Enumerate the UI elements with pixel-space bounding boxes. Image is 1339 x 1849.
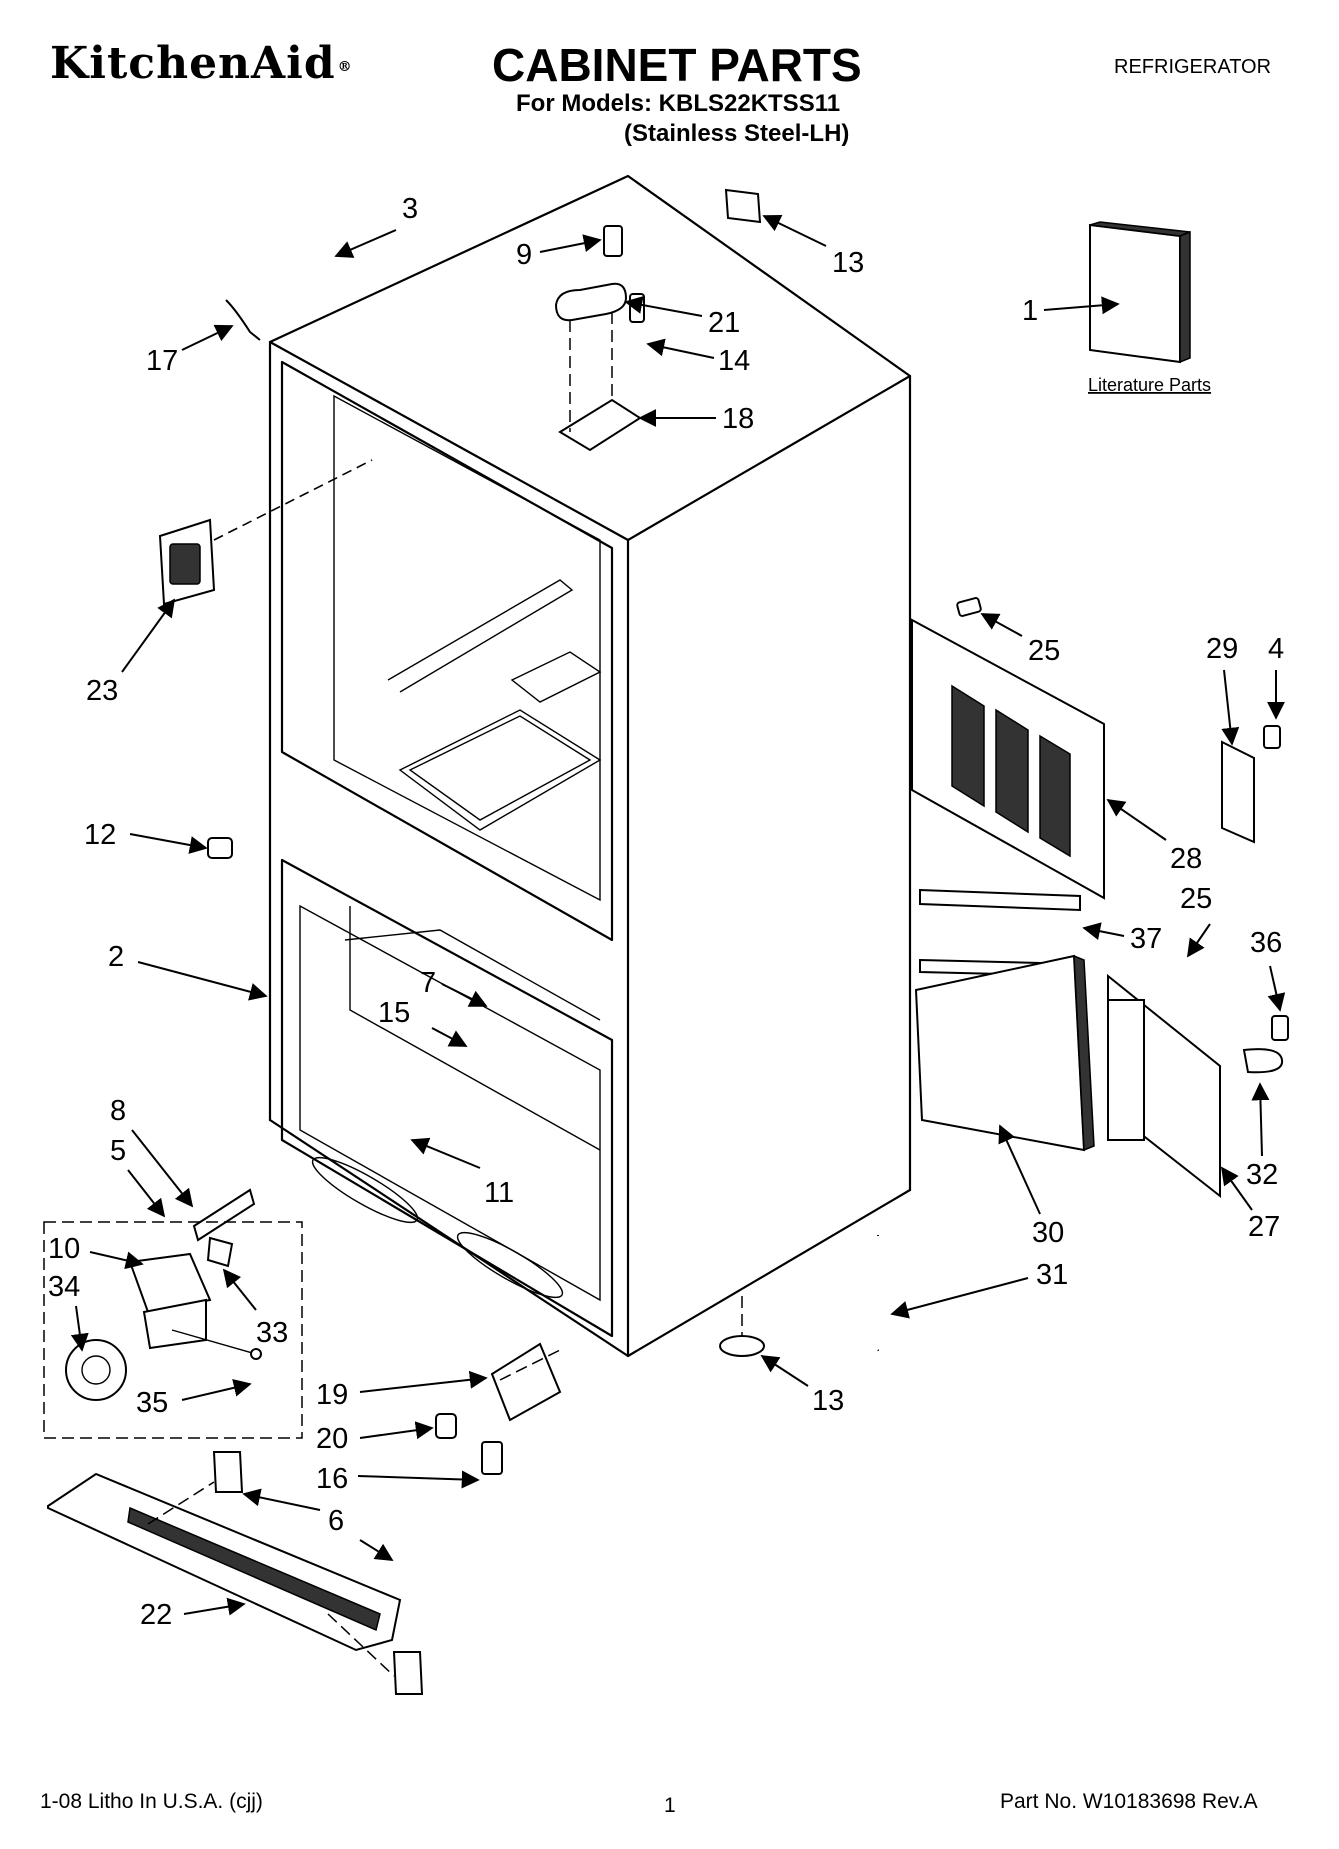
callout-34: 34	[48, 1271, 89, 1352]
brand-name: KitchenAid	[50, 38, 336, 89]
callout-label: 13	[832, 247, 864, 279]
callout-label: 21	[708, 307, 740, 339]
callout-15: 15	[378, 997, 468, 1047]
callout-13-bottom: 13	[760, 1355, 844, 1417]
callout-label: 33	[256, 1317, 288, 1349]
callout-25-top: 25	[980, 613, 1060, 667]
callout-label: 10	[48, 1233, 80, 1265]
callout-23: 23	[86, 598, 176, 707]
callout-label: 35	[136, 1387, 168, 1419]
callout-17: 17	[146, 324, 234, 377]
callout-label: 15	[378, 997, 410, 1029]
callout-label: 9	[516, 239, 532, 271]
cabinet-body	[268, 174, 912, 1358]
callout-label: 17	[146, 345, 178, 377]
callout-label: 12	[84, 819, 116, 851]
callout-31: 31	[890, 1259, 1068, 1319]
callout-5: 5	[110, 1135, 166, 1218]
product-category: REFRIGERATOR	[1114, 56, 1272, 78]
callout-21: 21	[624, 296, 740, 339]
callout-label: 19	[316, 1379, 348, 1411]
callout-27: 27	[1220, 1166, 1280, 1243]
callout-22: 22	[140, 1597, 246, 1631]
callout-18: 18	[638, 403, 754, 435]
callout-11: 11	[410, 1137, 514, 1209]
bottom-hinge-parts	[435, 1296, 765, 1475]
callout-28: 28	[1106, 798, 1202, 875]
callout-label: 7	[420, 967, 436, 999]
callout-4: 4	[1267, 633, 1285, 720]
callout-label: 1	[1022, 295, 1038, 327]
callout-label: 14	[718, 345, 750, 377]
callout-35: 35	[136, 1378, 252, 1419]
callout-8: 8	[110, 1095, 194, 1208]
callout-label: 23	[86, 675, 118, 707]
callout-20: 20	[316, 1421, 434, 1455]
brand-logo: KitchenAid®	[50, 38, 353, 89]
callout-37: 37	[1082, 922, 1162, 955]
callout-13-top: 13	[762, 214, 864, 279]
callout-6: 6	[242, 1488, 394, 1561]
callout-29: 29	[1206, 633, 1240, 746]
callout-label: 32	[1246, 1159, 1278, 1191]
callout-label: 29	[1206, 633, 1238, 665]
callout-label: 30	[1032, 1217, 1064, 1249]
callout-label: 6	[328, 1505, 344, 1537]
callout-25-bottom: 25	[1180, 883, 1212, 958]
callout-label: 18	[722, 403, 754, 435]
literature-parts-label: Literature Parts	[1088, 375, 1211, 395]
callout-label: 16	[316, 1463, 348, 1495]
callout-14: 14	[646, 338, 750, 377]
callout-label: 20	[316, 1423, 348, 1455]
callout-label: 36	[1250, 927, 1282, 959]
callout-label: 3	[402, 193, 418, 225]
callout-19: 19	[316, 1370, 488, 1411]
callout-1: 1	[1022, 295, 1120, 327]
callout-12: 12	[84, 819, 208, 854]
callout-label: 37	[1130, 923, 1162, 955]
callout-2: 2	[108, 941, 268, 1001]
page-number: 1	[664, 1794, 676, 1817]
rear-access-panels	[911, 597, 1289, 1199]
model-number-line: For Models: KBLS22KTSS11	[516, 90, 841, 117]
callout-label: 25	[1028, 635, 1060, 667]
callout-label: 4	[1268, 633, 1284, 665]
toe-grille	[47, 1451, 424, 1695]
callout-label: 28	[1170, 843, 1202, 875]
callout-label: 8	[110, 1095, 126, 1127]
callout-label: 22	[140, 1599, 172, 1631]
callout-label: 13	[812, 1385, 844, 1417]
callout-7: 7	[420, 967, 488, 1007]
callout-label: 5	[110, 1135, 126, 1167]
callout-label: 25	[1180, 883, 1212, 915]
callout-9: 9	[516, 234, 602, 271]
callout-label: 27	[1248, 1211, 1280, 1243]
callout-32: 32	[1246, 1082, 1278, 1191]
litho-note: 1-08 Litho In U.S.A. (cjj)	[40, 1790, 263, 1813]
callout-label: 31	[1036, 1259, 1068, 1291]
drain-tube	[855, 1234, 883, 1353]
literature-booklet: Literature Parts	[1088, 221, 1211, 395]
page-title: CABINET PARTS	[492, 39, 862, 91]
registered-mark: ®	[337, 58, 353, 75]
callout-3: 3	[334, 193, 418, 258]
callout-33: 33	[222, 1268, 288, 1349]
callout-30: 30	[998, 1124, 1064, 1249]
callout-36: 36	[1250, 927, 1286, 1012]
part-number: Part No. W10183698 Rev.A	[1000, 1790, 1258, 1813]
callout-label: 2	[108, 941, 124, 973]
callout-label: 34	[48, 1271, 80, 1303]
model-variant-line: (Stainless Steel-LH)	[624, 120, 850, 147]
left-side-parts	[158, 299, 373, 1242]
callout-16: 16	[316, 1463, 480, 1495]
roller-assembly-box	[43, 1221, 303, 1439]
callout-label: 11	[484, 1177, 514, 1209]
callout-10: 10	[48, 1233, 144, 1270]
